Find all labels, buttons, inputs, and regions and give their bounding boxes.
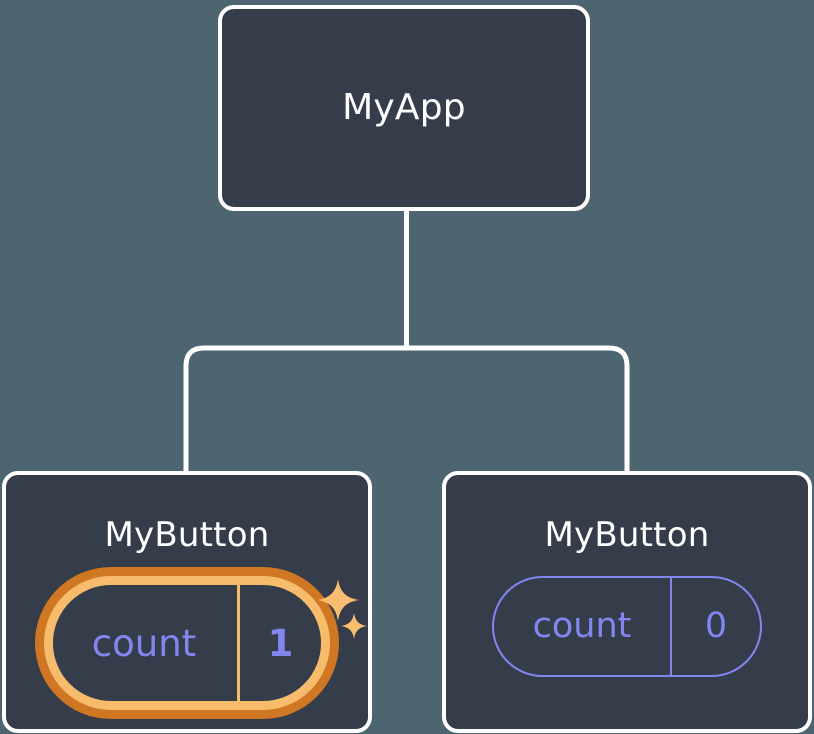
state-key-left: count — [91, 621, 197, 665]
state-pill-left[interactable]: count 1 — [44, 576, 330, 710]
node-mybutton-left[interactable]: MyButton count 1 — [2, 471, 372, 733]
connector-branch-right — [406, 345, 630, 473]
state-value-right: 0 — [670, 578, 760, 675]
node-mybutton-right-label: MyButton — [544, 515, 710, 555]
sparkle-small-icon — [340, 612, 368, 640]
node-myapp[interactable]: MyApp — [218, 5, 590, 211]
node-myapp-label: MyApp — [342, 87, 466, 128]
state-pill-left-wrap: count 1 — [44, 576, 367, 710]
connector-branch-left — [183, 345, 407, 473]
state-value-left: 1 — [237, 585, 321, 701]
state-key-right: count — [532, 606, 632, 646]
node-mybutton-left-label: MyButton — [104, 515, 270, 555]
node-mybutton-right[interactable]: MyButton count 0 — [442, 471, 812, 733]
state-pill-right[interactable]: count 0 — [492, 576, 762, 677]
state-pill-right-wrap: count 0 — [492, 576, 762, 677]
